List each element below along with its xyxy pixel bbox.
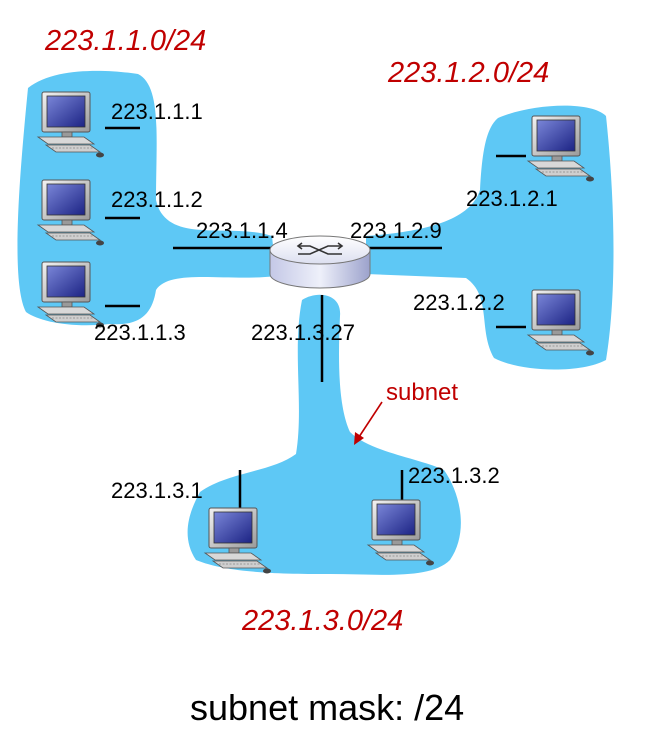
caption: subnet mask: /24 bbox=[190, 687, 464, 728]
subnet-3-name: 223.1.3.0/24 bbox=[241, 605, 403, 637]
router-icon bbox=[269, 235, 371, 289]
host-ip-label: 223.1.1.1 bbox=[111, 99, 203, 124]
host-ip-label: 223.1.3.1 bbox=[111, 478, 203, 503]
host-ip-label: 223.1.2.2 bbox=[413, 290, 505, 315]
host-ip-label: 223.1.3.2 bbox=[408, 463, 500, 488]
subnet-annotation-arrow bbox=[356, 401, 383, 441]
subnet-annotation-arrowhead bbox=[354, 432, 364, 445]
router-interface-label: 223.1.2.9 bbox=[350, 218, 442, 243]
router-interface-label: 223.1.3.27 bbox=[251, 320, 355, 345]
subnet-2-name: 223.1.2.0/24 bbox=[387, 57, 549, 89]
subnet-annotation: subnet bbox=[386, 379, 458, 406]
host-ip-label: 223.1.1.3 bbox=[94, 320, 186, 345]
subnet-1-name: 223.1.1.0/24 bbox=[44, 25, 206, 57]
host-ip-label: 223.1.2.1 bbox=[466, 186, 558, 211]
router-interface-label: 223.1.1.4 bbox=[196, 218, 288, 243]
host-ip-label: 223.1.1.2 bbox=[111, 187, 203, 212]
